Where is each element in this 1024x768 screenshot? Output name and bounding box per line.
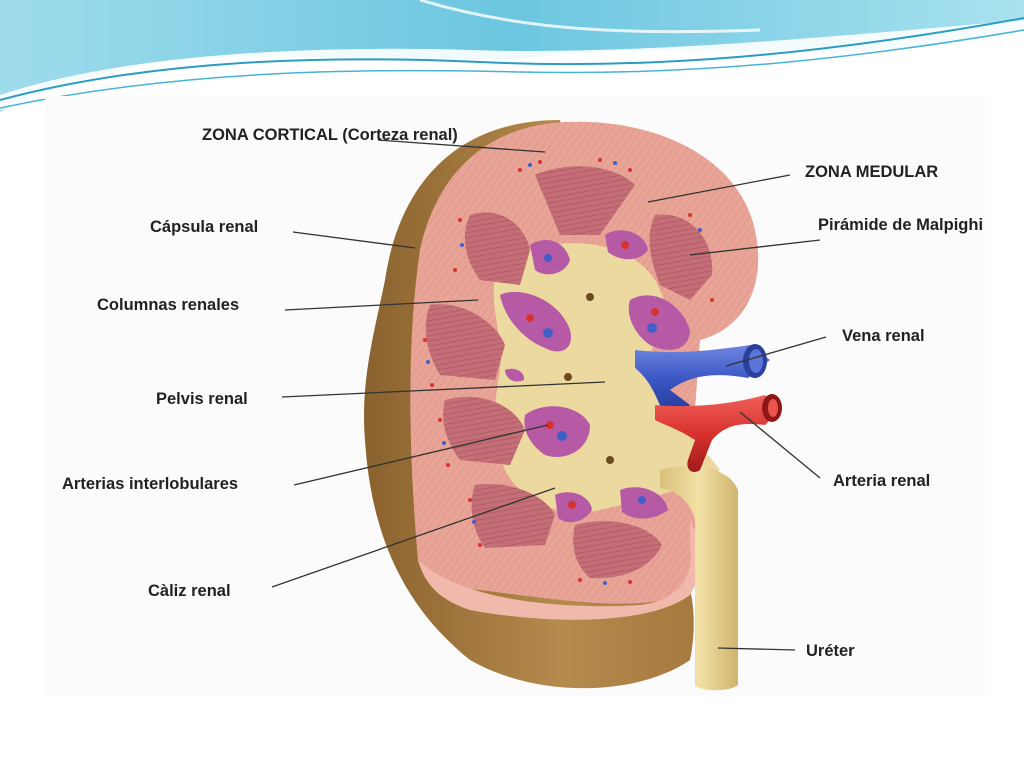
vessel-dot (621, 241, 629, 249)
renal-vein-shape (635, 345, 770, 414)
vessel-dot (568, 501, 576, 509)
leader-ureter (717, 647, 796, 651)
wave-white-band (0, 20, 1024, 110)
label-zona-cortical: ZONA CORTICAL (Corteza renal) (202, 125, 458, 146)
calyx (628, 295, 690, 350)
pyramid (649, 214, 713, 300)
ureter-shape (660, 466, 738, 691)
pelvis-spot (586, 293, 594, 301)
leader-zona-cortical (377, 139, 546, 153)
wave-line-3 (419, 0, 761, 34)
calyx (500, 291, 571, 352)
label-columnas-renales: Columnas renales (97, 296, 240, 314)
label-arterias-interlobulares: Arterias interlobulares (62, 475, 239, 493)
pyramid (535, 166, 635, 235)
label-piramide-line2: Malpighi (916, 216, 984, 234)
lower-cortex-band (418, 520, 700, 620)
vessel-dot (557, 431, 567, 441)
label-capsula-renal: Cápsula renal (150, 218, 259, 236)
label-vena-renal: Vena renal (842, 327, 925, 345)
leader-columnas (284, 299, 479, 311)
pyramid (425, 304, 505, 380)
label-ureter: Uréter (806, 642, 855, 660)
calyx (524, 406, 590, 457)
vessel-dot (546, 421, 554, 429)
leader-capsula (292, 231, 416, 249)
vessel-dot (647, 323, 657, 333)
pyramid (471, 484, 555, 548)
pyramid (573, 521, 662, 579)
wave-line-2 (0, 29, 1024, 109)
pelvis-spot (564, 373, 572, 381)
leader-zona-medular (647, 174, 791, 203)
leader-vena (725, 336, 827, 367)
calyx (505, 368, 525, 382)
header-wave-decoration (0, 0, 1024, 112)
vessel-dot (543, 328, 553, 338)
leader-lines (271, 139, 827, 651)
label-corteza-renal: (Corteza renal) (342, 126, 458, 144)
leader-caliz (271, 487, 556, 588)
renal-artery-lumen (768, 399, 778, 417)
wave-line-1 (0, 17, 1024, 101)
interlobular-dots-blue (426, 161, 702, 585)
pelvis-spot (606, 456, 614, 464)
label-caliz-renal: Càliz renal (148, 582, 231, 600)
label-piramide: Pirámide de Malpighi (818, 215, 983, 236)
vessel-dot (651, 308, 659, 316)
label-arteria-renal: Arteria renal (833, 472, 931, 490)
leader-arterias (293, 424, 549, 486)
label-zona-cortical-title: ZONA CORTICAL (202, 126, 338, 144)
renal-artery-shape (655, 395, 780, 472)
label-piramide-line1: Pirámide de (818, 216, 912, 234)
renal-vein-lumen (749, 349, 763, 373)
leader-piramide (689, 239, 821, 256)
vessel-dot (638, 496, 646, 504)
interlobular-dots (423, 158, 714, 584)
vessel-dot (544, 254, 552, 262)
label-pelvis-renal: Pelvis renal (156, 390, 248, 408)
leader-pelvis (281, 381, 606, 398)
pyramid (464, 212, 530, 285)
pyramid (443, 396, 525, 465)
label-zona-medular: ZONA MEDULAR (805, 163, 939, 181)
vessel-dot (526, 314, 534, 322)
leader-arteria (739, 411, 821, 479)
